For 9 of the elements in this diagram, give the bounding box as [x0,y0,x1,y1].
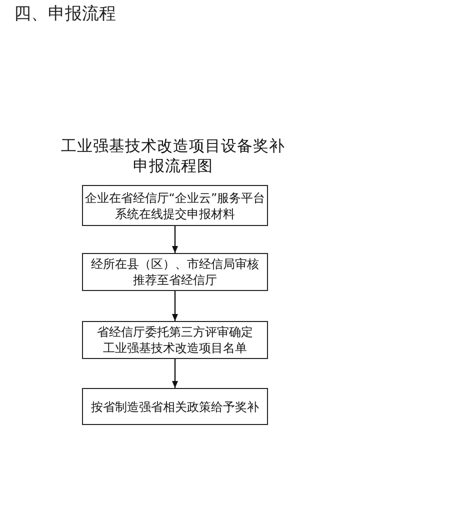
chart-title: 工业强基技术改造项目设备奖补申报流程图 [60,136,286,176]
process-box: 经所在县（区）、市经信局审核推荐至省经信厅 [82,253,268,291]
arrow [172,226,178,253]
section-heading: 四、申报流程 [14,3,116,25]
arrow [172,291,178,321]
arrow [172,359,178,388]
process-box: 按省制造强省相关政策给予奖补 [82,388,268,425]
process-box: 企业在省经信厅“企业云”服务平台系统在线提交申报材料 [82,185,268,226]
process-box: 省经信厅委托第三方评审确定工业强基技术改造项目名单 [82,321,268,359]
